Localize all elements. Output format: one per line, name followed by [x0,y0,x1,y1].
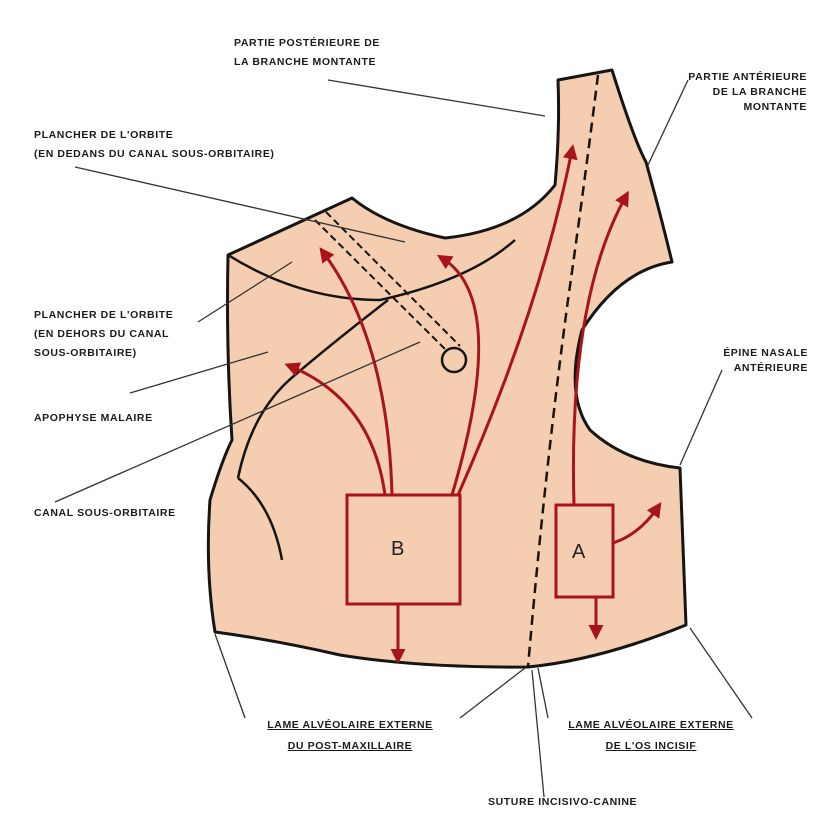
box-a-letter: A [572,541,585,564]
label-apophyse-text: APOPHYSE MALAIRE [34,411,153,426]
label-plancher-dedans-line2: (EN DEDANS DU CANAL SOUS-ORBITAIRE) [34,147,275,162]
box-b-letter: B [391,538,404,561]
label-plancher-dehors-line3: SOUS-ORBITAIRE) [34,346,173,361]
label-lame-incisif-line1: LAME ALVÉOLAIRE EXTERNE [546,718,756,733]
label-posterieure-line1: PARTIE POSTÉRIEURE DE [234,36,380,51]
label-lame-post-line2: DU POST-MAXILLAIRE [240,739,460,754]
label-lame-post-line1: LAME ALVÉOLAIRE EXTERNE [240,718,460,733]
label-anterieure-line2: DE LA BRANCHE [675,85,807,100]
canal-opening [442,348,466,372]
label-suture-text: SUTURE INCISIVO-CANINE [488,795,637,810]
label-plancher-dehors-line1: PLANCHER DE L'ORBITE [34,308,173,323]
label-epine-line2: ANTÉRIEURE [700,361,808,376]
label-anterieure-line1: PARTIE ANTÉRIEURE [675,70,807,85]
label-posterieure-line2: LA BRANCHE MONTANTE [234,55,380,70]
label-epine-line1: ÉPINE NASALE [700,346,808,361]
label-suture: SUTURE INCISIVO-CANINE [488,795,637,810]
label-anterieure-line3: MONTANTE [675,100,807,115]
label-plancher-dehors: PLANCHER DE L'ORBITE (EN DEHORS DU CANAL… [34,308,173,361]
label-anterieure: PARTIE ANTÉRIEURE DE LA BRANCHE MONTANTE [675,70,807,115]
label-epine: ÉPINE NASALE ANTÉRIEURE [700,346,808,376]
label-lame-incisif: LAME ALVÉOLAIRE EXTERNE DE L'OS INCISIF [546,718,756,754]
label-lame-incisif-line2: DE L'OS INCISIF [546,739,756,754]
label-plancher-dehors-line2: (EN DEHORS DU CANAL [34,327,173,342]
label-canal-text: CANAL SOUS-ORBITAIRE [34,506,176,521]
label-plancher-dedans: PLANCHER DE L'ORBITE (EN DEDANS DU CANAL… [34,128,275,162]
label-plancher-dedans-line1: PLANCHER DE L'ORBITE [34,128,275,143]
label-posterieure: PARTIE POSTÉRIEURE DE LA BRANCHE MONTANT… [234,36,380,70]
label-canal: CANAL SOUS-ORBITAIRE [34,506,176,521]
label-apophyse: APOPHYSE MALAIRE [34,411,153,426]
label-lame-post: LAME ALVÉOLAIRE EXTERNE DU POST-MAXILLAI… [240,718,460,754]
